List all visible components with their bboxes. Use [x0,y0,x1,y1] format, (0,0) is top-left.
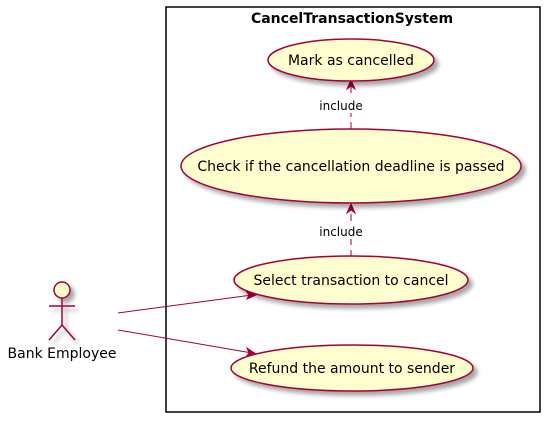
usecase-refund: Refund the amount to sender [230,344,474,392]
system-title: CancelTransactionSystem [251,11,453,27]
usecase-label: Mark as cancelled [288,53,414,69]
include-relation-select-to-check: include [317,202,365,257]
include-relation-check-to-mark: include [317,78,365,129]
usecase-label: Check if the cancellation deadline is pa… [197,159,504,175]
include-label: include [319,99,362,113]
actor-stick-figure-icon [48,281,76,341]
usecase-label: Refund the amount to sender [249,361,455,377]
actor-bank-employee: Bank Employee [8,281,117,362]
include-label: include [319,225,362,239]
usecase-label: Select transaction to cancel [253,273,448,289]
usecase-select-transaction: Select transaction to cancel [233,255,469,305]
usecase-mark-as-cancelled: Mark as cancelled [267,38,435,82]
actor-label: Bank Employee [8,346,117,362]
usecase-check-deadline: Check if the cancellation deadline is pa… [180,128,522,204]
